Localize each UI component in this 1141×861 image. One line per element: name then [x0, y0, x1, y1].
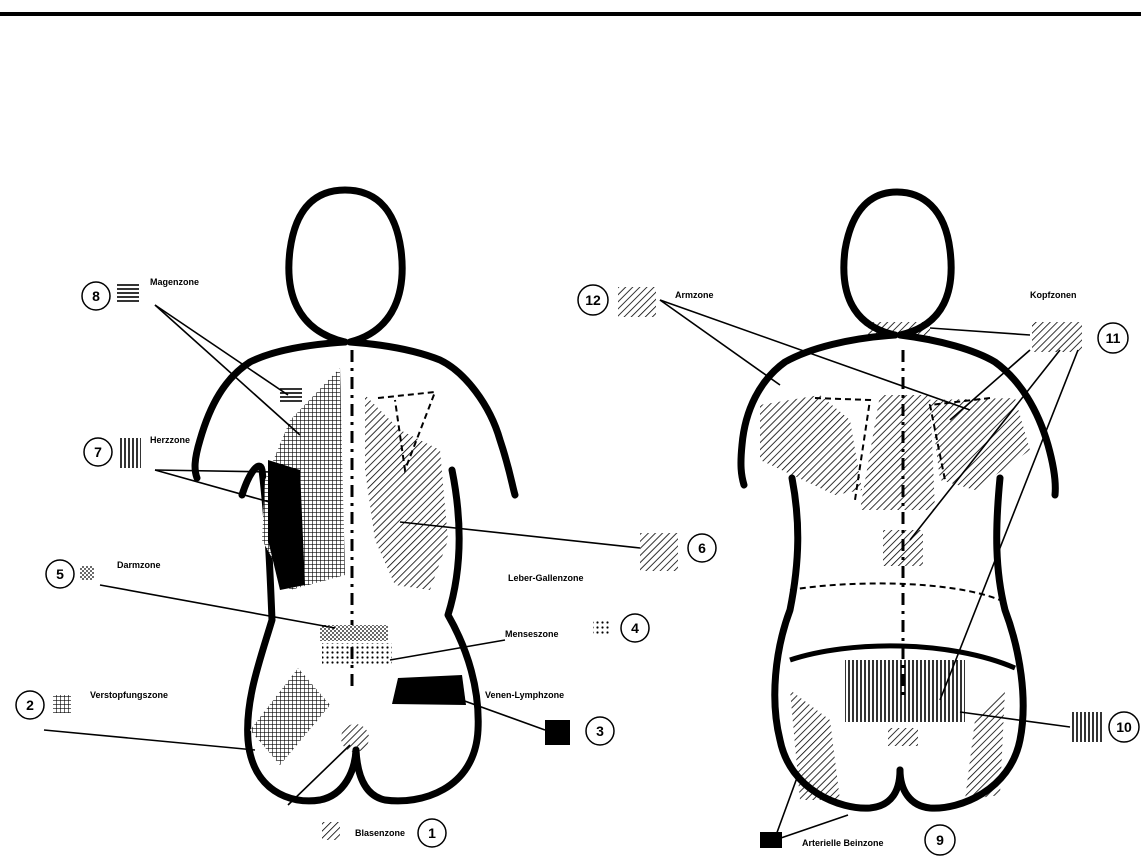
leader-4 [390, 640, 505, 660]
zone-7-number: 7 [94, 444, 102, 460]
zone-2-label: 2 Verstopfungszone [16, 690, 168, 719]
right-leg-zone-left [790, 690, 840, 800]
right-lumbar-zone [883, 530, 923, 566]
leader-2 [44, 730, 255, 750]
zone-10-swatch [1070, 712, 1102, 742]
leader-11c [910, 350, 1060, 540]
zone-6-number: 6 [698, 540, 706, 556]
zone-1-swatch [322, 822, 340, 840]
zone-7-label: 7 Herzzone [84, 435, 190, 468]
zone-8-number: 8 [92, 288, 100, 304]
left-stomach-zone-fill [280, 388, 302, 402]
zone-9-number: 9 [936, 832, 944, 848]
zone-1-label: Blasenzone 1 [322, 819, 446, 847]
leader-12a [660, 300, 780, 385]
leader-3 [448, 695, 545, 730]
zone-7-swatch [119, 438, 141, 468]
zone-9-label: Arterielle Beinzone 9 [760, 825, 955, 855]
zone-6-swatch [640, 533, 678, 571]
zone-3-label: Venen-Lymphzone 3 [485, 690, 614, 745]
zone-6-label: Leber-Gallenzone 6 [508, 533, 716, 583]
zone-5-number: 5 [56, 566, 64, 582]
leader-9a [775, 775, 798, 838]
zone-11-swatch [1032, 322, 1082, 352]
right-zone-10-fill [845, 660, 965, 722]
zone-1-number: 1 [428, 825, 436, 841]
right-torso-left [775, 478, 900, 808]
leader-5 [100, 585, 335, 628]
zone-5-text: Darmzone [117, 560, 161, 570]
zone-3-swatch [545, 720, 570, 745]
zone-8-label: 8 Magenzone [82, 277, 199, 310]
zone-2-number: 2 [26, 697, 34, 713]
zone-5-swatch [80, 566, 94, 580]
right-torso-right [900, 478, 1023, 808]
left-liver-zone-fill [365, 395, 448, 590]
left-constipation-zone-fill [250, 668, 330, 765]
left-venous-zone-fill [392, 675, 466, 705]
zone-12-number: 12 [585, 292, 601, 308]
right-waist-dashed [790, 583, 1000, 600]
zone-10-number: 10 [1116, 719, 1132, 735]
zone-7-text: Herzzone [150, 435, 190, 445]
left-bladder-zone-fill [341, 724, 369, 752]
zone-8-swatch [117, 283, 139, 303]
zone-4-label: Menseszone 4 [505, 614, 649, 642]
leader-9b [775, 815, 848, 840]
zone-11-text: Kopfzonen [1030, 290, 1077, 300]
zone-4-text: Menseszone [505, 629, 559, 639]
left-back-figure: 8 Magenzone 7 Herzzone 5 Darmzone 2 Vers… [16, 190, 716, 847]
zone-2-swatch [53, 695, 71, 713]
zone-3-text: Venen-Lymphzone [485, 690, 564, 700]
leader-11a [930, 328, 1030, 335]
leader-8b [155, 305, 300, 435]
zone-11-label: Kopfzonen 11 [1030, 290, 1128, 353]
right-arm-zone-left [760, 395, 862, 495]
zone-2-text: Verstopfungszone [90, 690, 168, 700]
zone-4-number: 4 [631, 620, 639, 636]
zone-5-label: 5 Darmzone [46, 560, 161, 588]
zone-9-text: Arterielle Beinzone [802, 838, 884, 848]
zone-8-text: Magenzone [150, 277, 199, 287]
zone-12-text: Armzone [675, 290, 714, 300]
leader-1 [288, 745, 350, 805]
leader-12b [660, 300, 970, 410]
zone-9-swatch [760, 832, 782, 848]
zone-12-swatch [618, 287, 656, 317]
right-leg-zone-right [965, 690, 1005, 800]
left-heart-zone-dark [268, 460, 305, 590]
right-head-zone-neck [868, 322, 930, 338]
right-head-zone-center [860, 395, 935, 510]
zone-1-text: Blasenzone [355, 828, 405, 838]
zone-11-number: 11 [1106, 330, 1121, 346]
zone-4-swatch [593, 620, 609, 636]
right-sacral-zone [888, 728, 918, 746]
zone-6-text: Leber-Gallenzone [508, 573, 584, 583]
zone-3-number: 3 [596, 723, 604, 739]
left-menses-zone-fill [322, 643, 392, 665]
zone-10-label: 10 [1070, 712, 1139, 742]
right-back-figure: 12 Armzone Kopfzonen 11 10 Arterielle Be… [578, 192, 1139, 855]
leader-8a [155, 305, 288, 395]
